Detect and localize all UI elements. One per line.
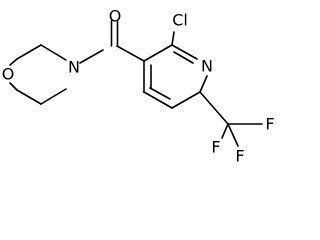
bond: [199, 75, 208, 93]
bond: [9, 82, 18, 91]
bond: [40, 44, 67, 61]
bond: [173, 51, 194, 64]
bond-n-carbonyl: [79, 49, 104, 64]
atom-label-morpholine-oxygen: O: [2, 65, 15, 84]
bond: [171, 44, 198, 60]
bond: [143, 44, 173, 62]
bond: [16, 89, 42, 105]
bond: [143, 91, 173, 109]
bond: [149, 87, 171, 100]
morpholine-ring: [9, 44, 67, 105]
pyridine-ring: [143, 44, 208, 109]
bond-c-cl: [171, 31, 175, 46]
bond: [171, 91, 201, 109]
trifluoromethyl-group: [221, 123, 263, 147]
bond: [40, 88, 67, 105]
bond: [9, 58, 18, 66]
atom-label-fluorine-top: F: [211, 138, 220, 157]
carbonyl-double-bond: [110, 20, 119, 47]
atom-label-fluorine-right: F: [265, 115, 274, 134]
bond: [221, 123, 229, 139]
bond-carbonyl-ring: [116, 45, 145, 62]
bond: [227, 123, 239, 147]
atom-label-chlorine: Cl: [172, 11, 188, 30]
atom-label-pyridine-nitrogen: N: [201, 57, 213, 76]
atom-label-fluorine-bottom: F: [235, 147, 244, 166]
atom-label-morpholine-nitrogen: N: [68, 58, 80, 77]
bond: [16, 44, 42, 60]
chemical-structure: O Cl N N O F F F: [2, 7, 275, 166]
atom-label-carbonyl-oxygen: O: [109, 7, 122, 26]
bond-ring-cf3: [199, 91, 229, 125]
